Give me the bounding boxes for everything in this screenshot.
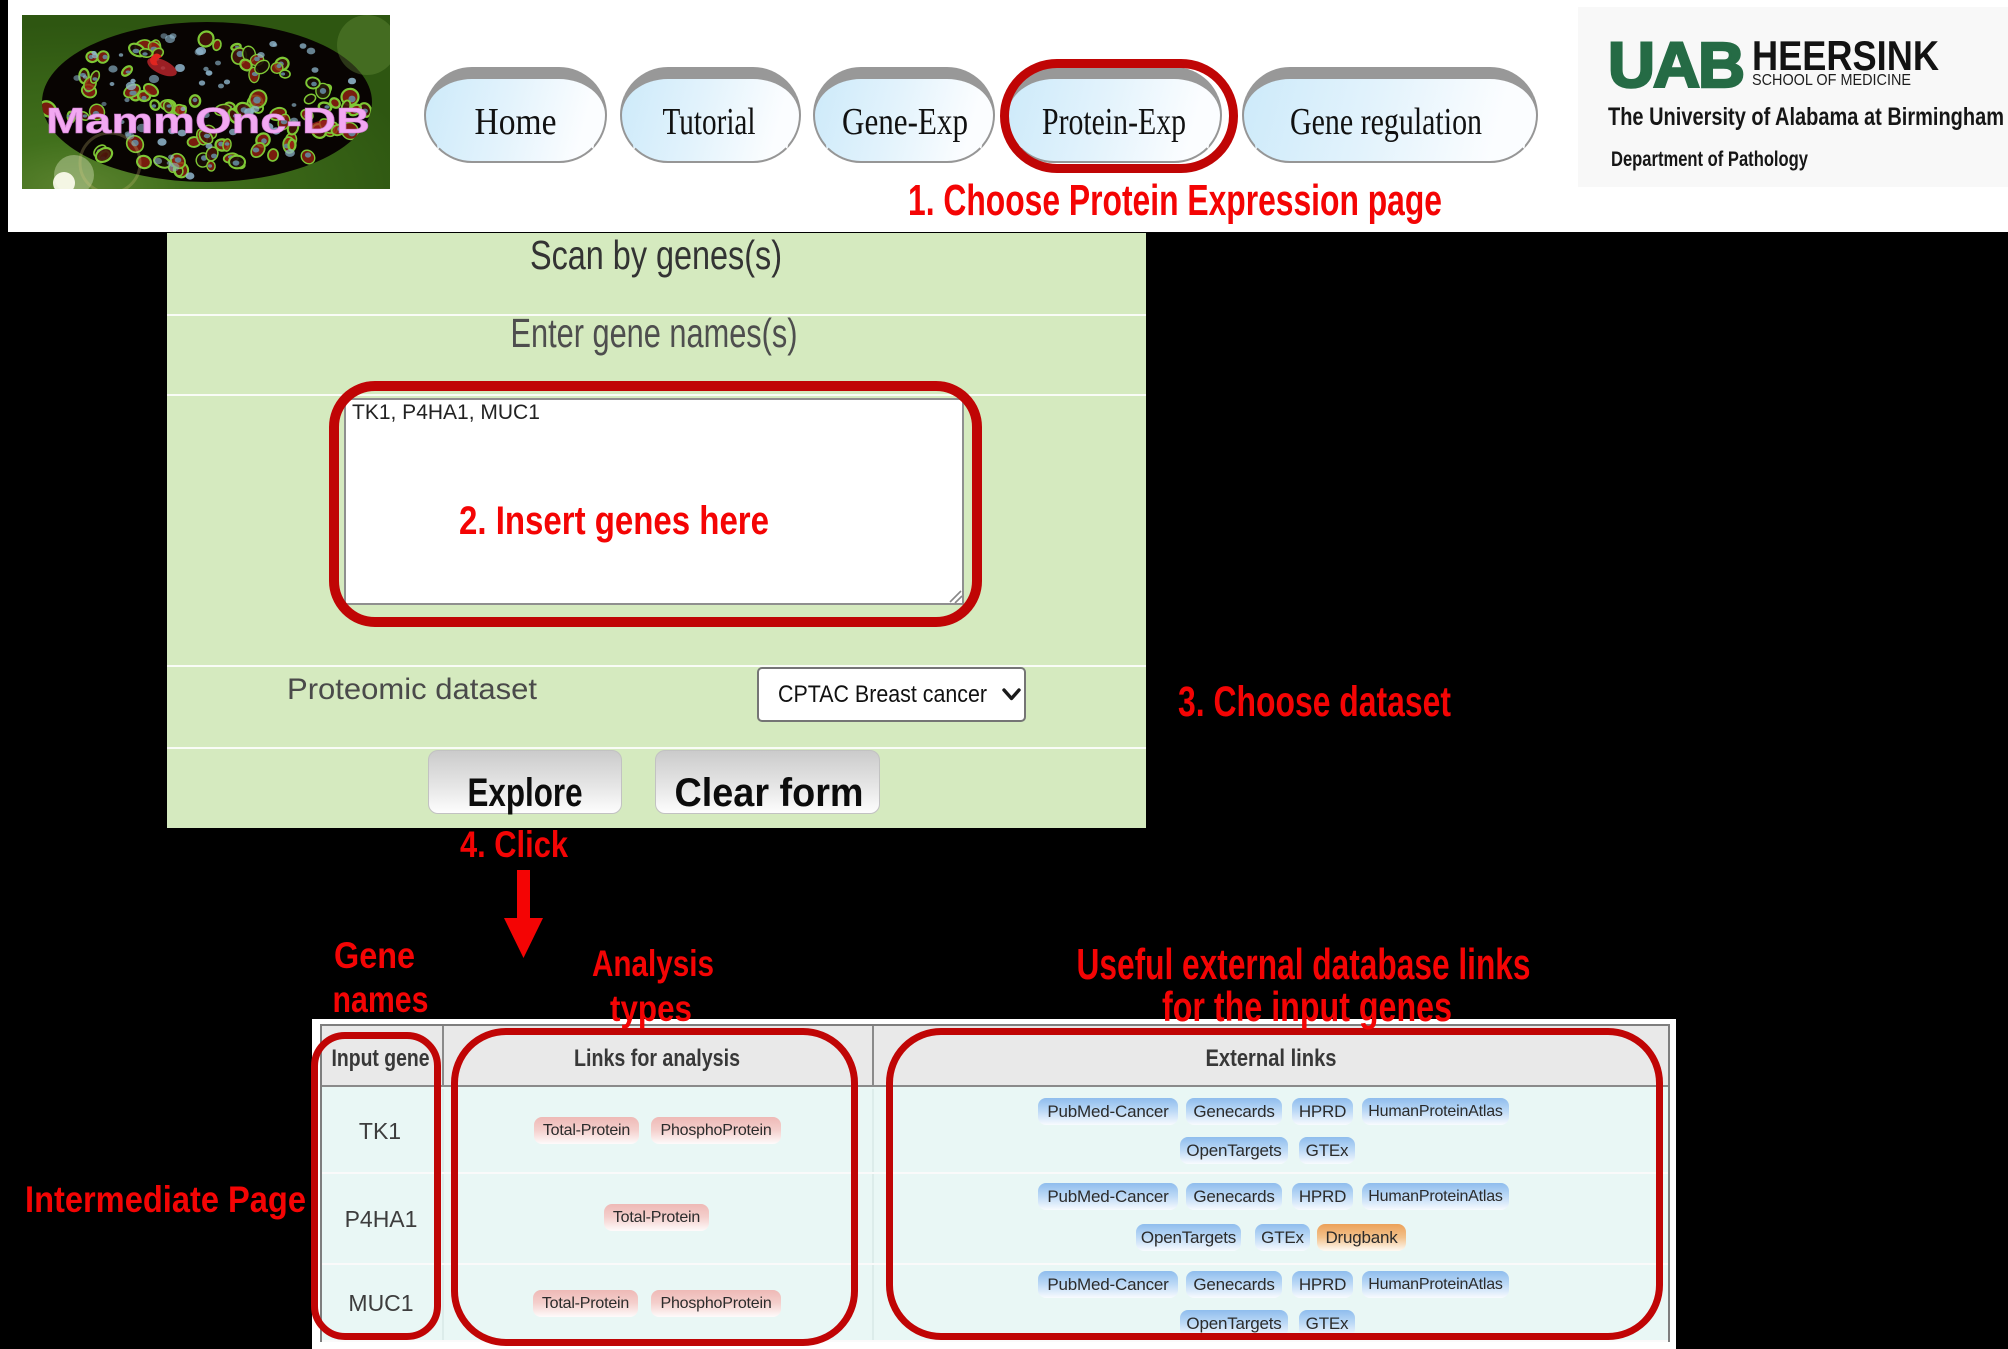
svg-text:TK1: TK1 bbox=[359, 1118, 401, 1144]
svg-text:Scan by genes(s): Scan by genes(s) bbox=[530, 232, 782, 278]
svg-text:Intermediate Page: Intermediate Page bbox=[25, 1179, 306, 1220]
svg-text:Protein-Exp: Protein-Exp bbox=[1042, 101, 1186, 143]
svg-text:HEERSINK: HEERSINK bbox=[1752, 32, 1939, 79]
svg-text:Gene-Exp: Gene-Exp bbox=[842, 101, 968, 143]
svg-text:Explore: Explore bbox=[468, 771, 583, 815]
svg-text:Tutorial: Tutorial bbox=[663, 101, 756, 143]
svg-text:CPTAC Breast cancer: CPTAC Breast cancer bbox=[778, 681, 987, 708]
svg-text:P4HA1: P4HA1 bbox=[345, 1206, 418, 1232]
svg-text:names: names bbox=[333, 979, 429, 1020]
svg-text:Gene: Gene bbox=[334, 935, 415, 976]
svg-text:Proteomic dataset: Proteomic dataset bbox=[287, 673, 538, 706]
svg-text:MUC1: MUC1 bbox=[348, 1290, 413, 1316]
svg-text:Analysis: Analysis bbox=[592, 943, 714, 984]
svg-text:2. Insert genes here: 2. Insert genes here bbox=[459, 499, 769, 543]
svg-text:Department of Pathology: Department of Pathology bbox=[1611, 148, 1808, 171]
svg-text:for the input genes: for the input genes bbox=[1162, 983, 1452, 1030]
svg-text:4. Click: 4. Click bbox=[460, 824, 568, 865]
svg-text:1. Choose Protein Expression p: 1. Choose Protein Expression page bbox=[908, 176, 1442, 225]
svg-text:Input gene: Input gene bbox=[332, 1045, 430, 1072]
svg-text:Clear form: Clear form bbox=[675, 771, 864, 815]
svg-text:External links: External links bbox=[1206, 1045, 1337, 1072]
svg-text:MammOnc-DB: MammOnc-DB bbox=[46, 100, 370, 141]
svg-text:Home: Home bbox=[475, 101, 557, 143]
svg-text:Enter gene names(s): Enter gene names(s) bbox=[511, 310, 798, 356]
svg-text:The University of Alabama at B: The University of Alabama at Birmingham bbox=[1608, 103, 2004, 131]
svg-text:Links for analysis: Links for analysis bbox=[574, 1045, 740, 1072]
svg-text:3. Choose dataset: 3. Choose dataset bbox=[1178, 678, 1451, 726]
svg-text:UAB: UAB bbox=[1608, 29, 1743, 101]
svg-text:Useful external database links: Useful external database links bbox=[1077, 940, 1531, 989]
svg-text:types: types bbox=[610, 988, 692, 1029]
svg-text:SCHOOL OF MEDICINE: SCHOOL OF MEDICINE bbox=[1752, 72, 1911, 89]
svg-text:Gene regulation: Gene regulation bbox=[1290, 101, 1482, 143]
